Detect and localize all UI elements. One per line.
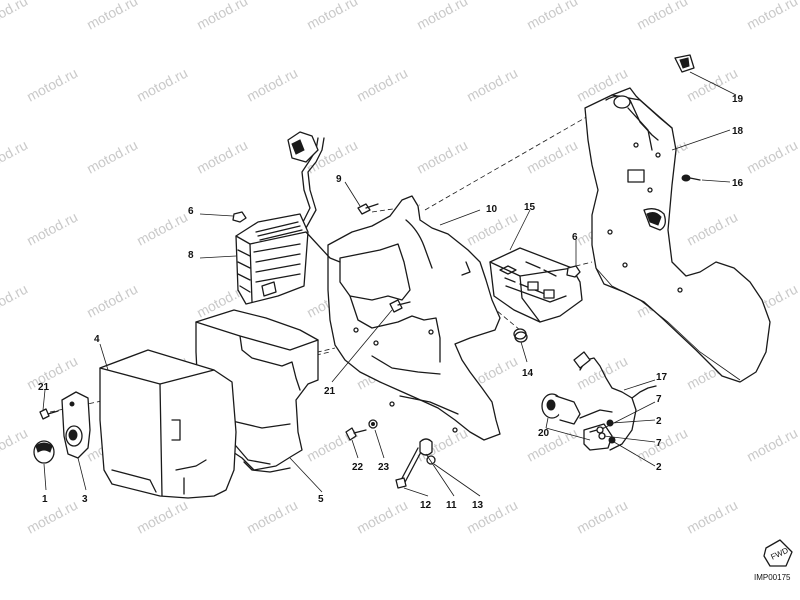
frame-plate-part-18 — [584, 87, 771, 383]
screw-part-16 — [681, 174, 701, 182]
callout-6-right: 6 — [572, 232, 578, 243]
bushing-part-11 — [419, 438, 433, 456]
callout-17: 17 — [656, 372, 668, 383]
callout-21-left: 21 — [38, 382, 50, 393]
fwd-direction-arrow: FWD — [763, 539, 793, 567]
callout-5: 5 — [318, 494, 324, 505]
watermark-text: motod.ru — [0, 425, 30, 465]
callout-11: 11 — [446, 500, 457, 511]
callout-9: 9 — [336, 174, 342, 185]
watermark-text: motod.ru — [524, 137, 580, 177]
mounting-tray-part-10 — [327, 195, 501, 441]
watermark-text: motod.ru — [574, 497, 630, 537]
watermark-text: motod.ru — [464, 65, 520, 105]
bolt-part-12 — [395, 447, 423, 489]
callout-7-lower: 7 — [656, 438, 662, 449]
watermark-text: motod.ru — [634, 0, 690, 33]
clip-part-19 — [674, 54, 695, 73]
nut-part-6-right — [566, 265, 581, 278]
callout-20: 20 — [538, 428, 550, 439]
relay-box-part-15 — [489, 247, 583, 323]
watermark-text: motod.ru — [134, 209, 190, 249]
watermark-text: motod.ru — [244, 65, 300, 105]
callout-21-center: 21 — [324, 386, 336, 397]
watermark-text: motod.ru — [684, 209, 740, 249]
reference-code: IMP00175 — [754, 573, 791, 582]
regulator-part-8 — [235, 131, 341, 305]
callout-2-upper: 2 — [656, 416, 662, 427]
cable-part-17 — [573, 351, 657, 451]
callout-7-upper: 7 — [656, 394, 662, 405]
nut-part-6-left — [232, 211, 247, 223]
callout-6-left: 6 — [188, 206, 194, 217]
watermark-text: motod.ru — [24, 497, 80, 537]
watermark-text: motod.ru — [134, 497, 190, 537]
watermark-text: motod.ru — [134, 65, 190, 105]
callout-2-lower: 2 — [656, 462, 662, 473]
watermark-text: motod.ru — [354, 497, 410, 537]
washer-part-7-upper — [596, 426, 604, 434]
watermark-text: motod.ru — [0, 137, 30, 177]
callout-19: 19 — [732, 94, 744, 105]
callout-4: 4 — [94, 334, 100, 345]
callout-labels: 19 18 16 10 15 6 14 17 7 2 7 2 20 9 6 8 … — [38, 94, 744, 511]
leader-lines — [42, 71, 737, 497]
screw-part-21-left — [39, 408, 59, 420]
callout-18: 18 — [732, 126, 744, 137]
watermark-text: motod.ru — [24, 209, 80, 249]
callout-23: 23 — [378, 462, 390, 473]
watermark-text: motod.ru — [24, 65, 80, 105]
bracket-part-3 — [61, 391, 91, 459]
watermark-text: motod.ru — [354, 65, 410, 105]
watermark-text: motod.ru — [744, 425, 800, 465]
watermark-text: motod.ru — [304, 0, 360, 33]
callout-13: 13 — [472, 500, 484, 511]
callout-3: 3 — [82, 494, 88, 505]
callout-8: 8 — [188, 250, 194, 261]
callout-16: 16 — [732, 178, 744, 189]
watermark-text: motod.ru — [0, 281, 30, 321]
callout-15: 15 — [524, 202, 536, 213]
relay-part-20 — [541, 393, 613, 451]
watermark-text: motod.ru — [84, 137, 140, 177]
watermark-text: motod.ru — [744, 0, 800, 33]
watermark-text: motod.ru — [84, 0, 140, 33]
screw-part-21-center — [389, 299, 411, 313]
cap-part-1 — [33, 440, 55, 464]
watermark-text: motod.ru — [414, 0, 470, 33]
watermark-text: motod.ru — [194, 137, 250, 177]
callout-1: 1 — [42, 494, 48, 505]
watermark-text: motod.ru — [244, 497, 300, 537]
cover-part-4 — [99, 349, 237, 499]
watermark-text: motod.ru — [744, 137, 800, 177]
callout-22: 22 — [352, 462, 364, 473]
callout-10: 10 — [486, 204, 498, 215]
watermark-text: motod.ru — [414, 137, 470, 177]
washer-part-23 — [368, 419, 378, 429]
watermark-text: motod.ru — [684, 497, 740, 537]
grommet-part-14 — [513, 328, 528, 343]
watermark-text: motod.ru — [0, 0, 30, 33]
watermark-text: motod.ru — [524, 0, 580, 33]
watermark-text: motod.ru — [24, 353, 80, 393]
watermark-text: motod.ru — [194, 0, 250, 33]
watermark-text: motod.ru — [84, 281, 140, 321]
watermark-text: motod.ru — [524, 425, 580, 465]
screw-part-9 — [357, 203, 379, 215]
callout-14: 14 — [522, 368, 534, 379]
callout-12: 12 — [420, 500, 432, 511]
screw-part-22 — [345, 427, 367, 441]
